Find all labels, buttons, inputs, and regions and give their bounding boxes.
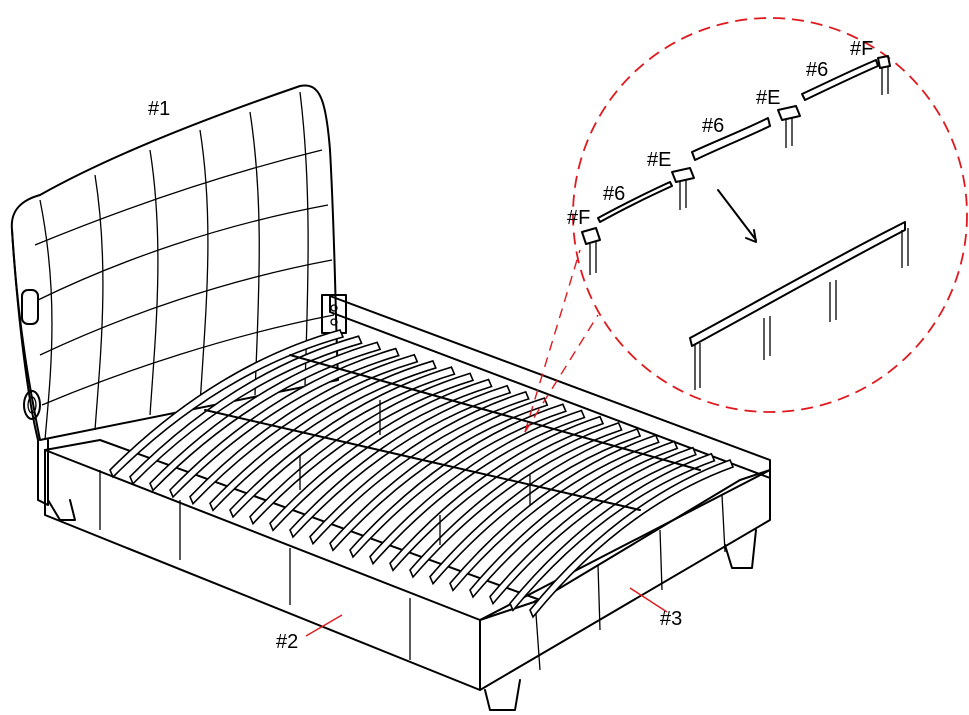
label-connector-1: #E (647, 149, 671, 171)
slat (489, 446, 697, 606)
headboard (10, 84, 339, 521)
label-endcap-2: #F (850, 38, 873, 60)
slat (309, 390, 530, 546)
label-slat-3: #6 (806, 59, 828, 81)
slat (289, 384, 512, 539)
slat (529, 458, 735, 619)
assembled-slat (689, 221, 906, 347)
label-endcap-1: #F (567, 207, 590, 229)
slat (369, 409, 586, 566)
label-slat-1: #6 (603, 183, 625, 205)
slat (189, 353, 419, 506)
zoom-circle (572, 17, 968, 413)
side-rail (479, 469, 771, 691)
leader-2 (305, 614, 343, 637)
label-headboard: #1 (148, 98, 170, 120)
slat (409, 421, 623, 579)
slat (329, 397, 549, 552)
slat-array (109, 329, 735, 619)
headboard-side (11, 229, 49, 506)
slat (469, 440, 679, 599)
slat (229, 366, 456, 519)
exploded-detail (581, 55, 909, 390)
slat (169, 347, 400, 499)
slat (509, 452, 716, 612)
label-slat-2: #6 (702, 115, 724, 137)
bed-frame (44, 294, 771, 711)
slat (109, 329, 345, 479)
speaker-icon (23, 390, 41, 420)
back-rail (329, 295, 771, 479)
center-support (204, 354, 701, 545)
detail-callout (524, 17, 968, 433)
slat (249, 372, 475, 526)
slat (389, 415, 605, 572)
label-side-rail: #3 (660, 608, 682, 630)
slat (449, 434, 660, 592)
label-connector-2: #E (756, 87, 780, 109)
slat (149, 341, 382, 492)
slat (269, 378, 493, 532)
label-front-rail: #2 (276, 631, 298, 653)
slat (349, 403, 567, 559)
slat (129, 335, 363, 486)
slat (209, 359, 437, 512)
leader-3 (629, 587, 668, 613)
usb-port-icon (21, 289, 39, 325)
slat (429, 428, 642, 586)
